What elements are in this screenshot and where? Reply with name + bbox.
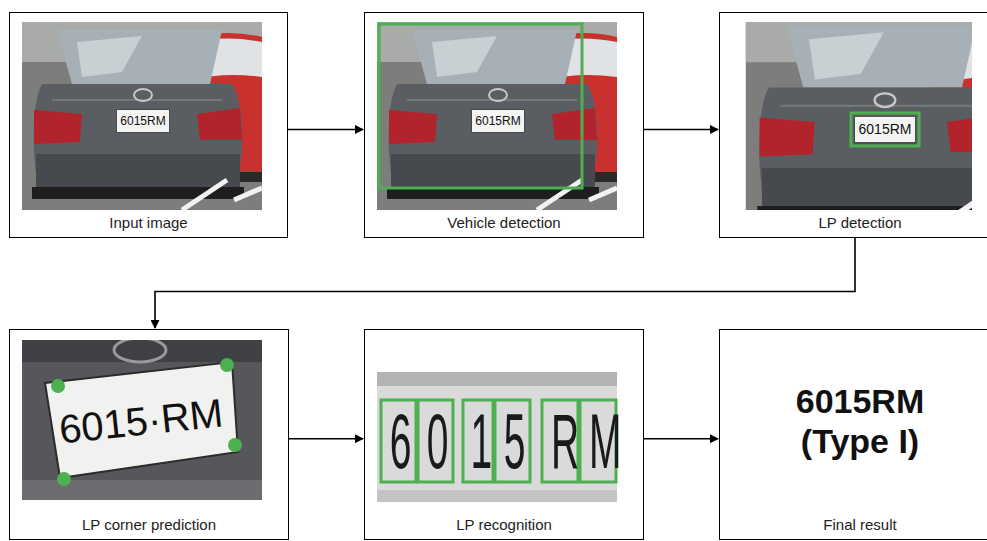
plate-edge — [377, 490, 617, 502]
plate-text: 6015RM — [117, 110, 169, 132]
corner-dot — [51, 379, 65, 393]
plate-character: 1 — [471, 400, 486, 482]
character-box — [418, 400, 453, 482]
plate-character: 0 — [427, 400, 445, 482]
input-photo — [22, 22, 262, 210]
character-box — [542, 400, 578, 482]
flow-arrow — [644, 438, 718, 440]
lp-photo — [746, 22, 972, 210]
flow-arrow — [644, 129, 718, 131]
plate-text: 6015RM — [855, 117, 915, 142]
plate-character: M — [589, 400, 607, 482]
vehicle-box — [379, 24, 582, 188]
stage-caption: Final result — [720, 516, 987, 534]
plate-crop — [377, 372, 617, 502]
plate-box — [851, 113, 919, 146]
plate-text: 6015·RM — [44, 384, 239, 458]
flow-arrow — [288, 129, 363, 131]
stage-caption: Input image — [10, 214, 287, 232]
flow-arrow — [289, 438, 363, 440]
result-text: 6015RM (Type I) — [760, 381, 960, 461]
plate-text: 6015RM — [472, 110, 524, 132]
stage-caption: LP corner prediction — [10, 516, 288, 534]
character-boxes — [381, 400, 616, 482]
character-box — [463, 400, 493, 482]
car-rear — [22, 340, 262, 500]
plate-character: 5 — [504, 400, 522, 482]
stage-box: 6015RM (Type I) Final result — [719, 329, 987, 540]
stage-caption: LP recognition — [365, 516, 643, 534]
car-logo — [114, 340, 166, 362]
plate-character: 6 — [390, 400, 408, 482]
stage-box: LP detection — [719, 12, 987, 238]
plate-character: R — [551, 400, 569, 482]
character-box — [381, 400, 416, 482]
bumper — [22, 480, 262, 500]
recognition-photo — [377, 372, 617, 502]
stage-caption: LP detection — [720, 214, 987, 232]
corner-dot — [57, 472, 71, 486]
vehicle-photo — [377, 22, 617, 210]
plate-edge — [377, 372, 617, 386]
stage-caption: Vehicle detection — [365, 214, 643, 232]
corner-dot — [220, 358, 234, 372]
flow-arrow — [155, 238, 855, 328]
corner-dot — [228, 438, 242, 452]
character-box — [580, 400, 616, 482]
character-box — [495, 400, 530, 482]
corner-photo — [22, 340, 262, 500]
